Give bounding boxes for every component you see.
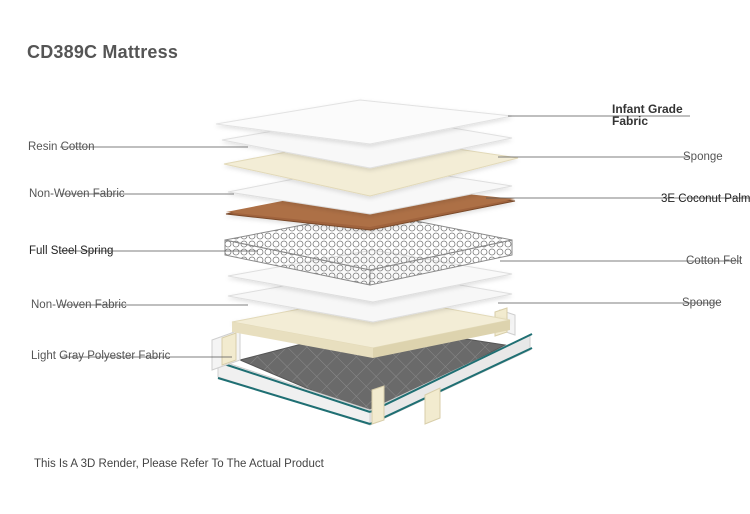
base-teal-bottom-right <box>369 347 533 425</box>
base-sponge-strip-front <box>371 385 385 425</box>
base-sponge-strip-right <box>424 387 441 425</box>
spring-side-right <box>369 239 513 286</box>
label-sponge-1: Sponge <box>683 151 723 163</box>
label-infant-grade-fabric: Infant Grade Fabric <box>612 102 683 128</box>
layer-sponge-bottom-side <box>232 322 373 358</box>
label-nonwoven-fabric-2: Non-Woven Fabric <box>31 299 127 311</box>
leader-lines-left <box>60 146 258 358</box>
render-disclaimer: This Is A 3D Render, Please Refer To The… <box>34 458 324 470</box>
label-resin-cotton: Resin Cotton <box>28 141 95 153</box>
page-title: CD389C Mattress <box>27 42 179 62</box>
label-sponge-2: Sponge <box>682 297 722 309</box>
label-polyester-fabric: Light Gray Polyester Fabric <box>31 350 171 362</box>
layer-spring <box>224 211 513 286</box>
leader-lines-right <box>486 115 750 304</box>
base-teal-edge-left <box>217 361 371 413</box>
label-cotton-felt: Cotton Felt <box>686 255 743 267</box>
base-teal-edge-right <box>369 333 533 413</box>
label-coconut-palm: 3E Coconut Palm <box>661 193 750 205</box>
layer-sponge-bottom-side-r <box>373 320 510 358</box>
base-frame <box>211 307 533 426</box>
base-sponge-strip-left <box>221 332 237 366</box>
base-teal-bottom-left <box>217 377 371 425</box>
label-nonwoven-fabric-1: Non-Woven Fabric <box>29 188 125 200</box>
layers <box>215 99 519 358</box>
label-full-steel-spring: Full Steel Spring <box>29 245 114 257</box>
